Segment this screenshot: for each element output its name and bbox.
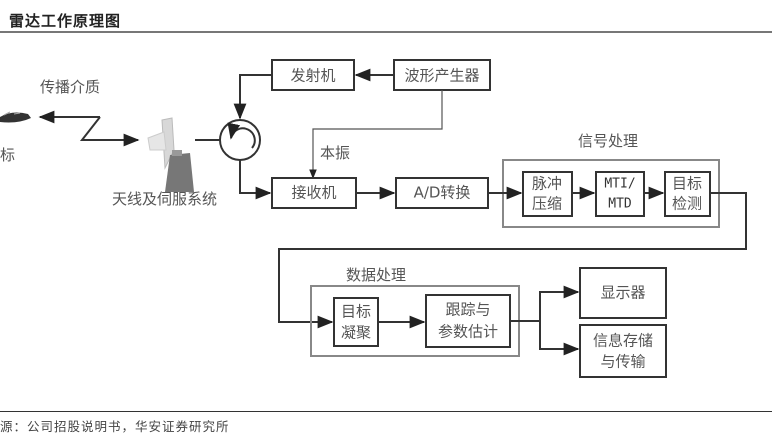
display-block: [579, 267, 667, 319]
storage-label-2: 与传输: [600, 353, 645, 371]
signal-processing-label: 信号处理: [578, 132, 638, 150]
local-oscillator-label: 本振: [320, 144, 350, 162]
receiver-label: 接收机: [291, 184, 336, 202]
signal-to-data-link: [278, 192, 747, 329]
page-title: 雷达工作原理图: [9, 12, 122, 30]
storage-label-1: 信息存储: [593, 332, 653, 350]
data-processing-label: 数据处理: [346, 266, 406, 284]
adc-label: A/D转换: [414, 184, 471, 202]
mti-label-1: MTI/: [604, 177, 635, 192]
adc-block: [395, 177, 489, 209]
circulator-to-receiver: [239, 160, 272, 200]
antenna-label: 天线及伺服系统: [112, 190, 217, 208]
tracking-label-2: 参数估计: [438, 323, 498, 341]
pulse-compression-label-1: 脉冲: [532, 175, 562, 193]
source-note: 源：公司招股说明书，华安证券研究所: [0, 419, 230, 434]
header-divider: [0, 31, 772, 33]
transmitter-to-circulator: [233, 74, 272, 120]
target-detection-label-2: 检测: [672, 195, 702, 213]
track-to-storage: [539, 321, 580, 356]
mti-label-2: MTD: [608, 197, 632, 212]
target-cluster-label-1: 目标: [341, 303, 371, 321]
pulse-compression-block: [522, 171, 573, 217]
target-detection-label-1: 目标: [672, 175, 702, 193]
tracking-label-1: 跟踪与: [445, 301, 490, 319]
target-cluster-label-2: 凝聚: [341, 324, 371, 342]
footer-divider: [0, 411, 772, 412]
target-aircraft-icon: [0, 111, 31, 123]
local-oscillator-line: [309, 90, 443, 179]
mti-mtd-block: [595, 171, 645, 217]
target-label: 标: [0, 146, 15, 164]
track-to-display: [510, 285, 580, 322]
transmitter-label: 发射机: [290, 67, 335, 85]
medium-label: 传播介质: [40, 78, 100, 96]
circulator-icon: [219, 119, 261, 161]
tracking-block: [425, 294, 511, 348]
antenna-icon: [147, 117, 194, 192]
pulse-compression-label-2: 压缩: [532, 195, 562, 213]
propagation-wave: [40, 116, 138, 140]
waveform-generator-block: [393, 59, 491, 91]
waveform-generator-label: 波形产生器: [404, 67, 479, 85]
display-label: 显示器: [600, 284, 645, 302]
storage-block: [579, 324, 667, 378]
